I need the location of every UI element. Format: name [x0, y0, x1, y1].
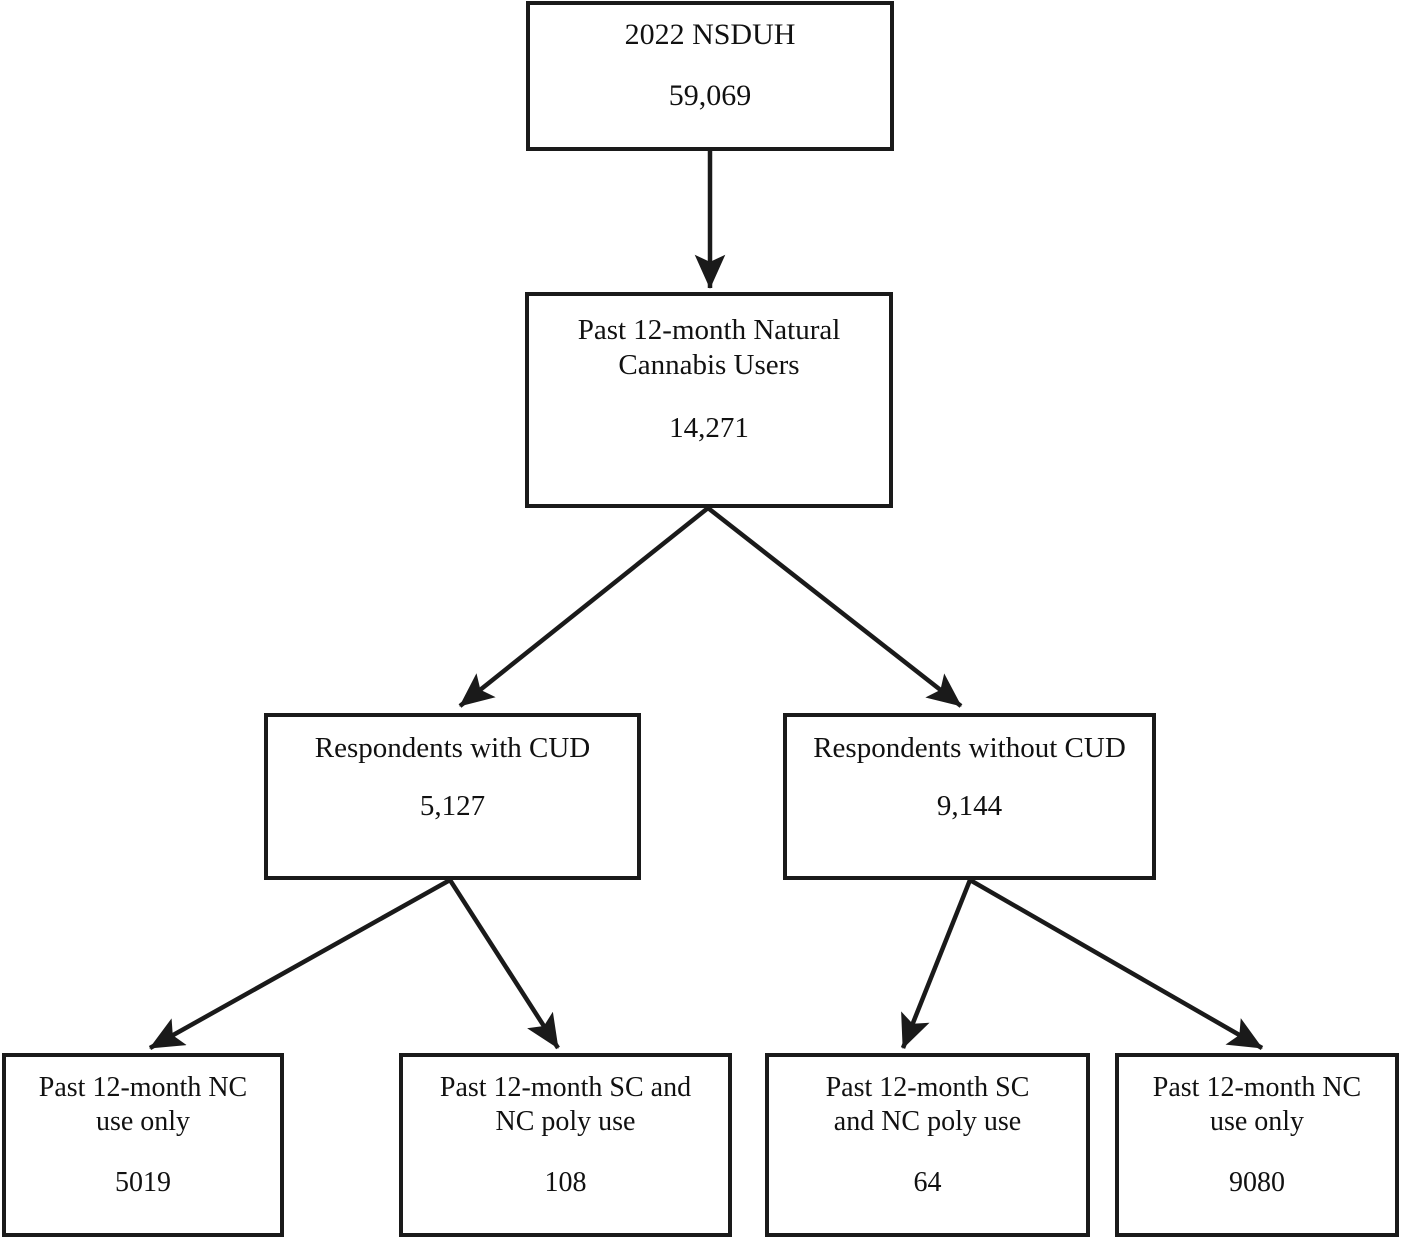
node-nocud-sc-nc-poly-use-count: 64 [913, 1167, 942, 1199]
node-cud-nc-use-only-title: Past 12-month NC use only [38, 1072, 248, 1138]
node-nocud-nc-use-only-count: 9080 [1229, 1167, 1285, 1199]
node-respondents-with-cud-count: 5,127 [419, 790, 486, 823]
node-2022-nsduh: 2022 NSDUH 59,069 [526, 1, 894, 151]
edge-nc-users-to-cud-yes [458, 506, 710, 708]
node-cud-sc-nc-poly-use-count: 108 [544, 1167, 587, 1199]
node-respondents-without-cud: Respondents without CUD 9,144 [783, 713, 1156, 880]
node-nocud-sc-nc-poly-use-title: Past 12-month SC and NC poly use [825, 1072, 1030, 1138]
node-respondents-with-cud-title: Respondents with CUD [314, 732, 591, 764]
edge-cud-yes-to-nc-only [148, 878, 452, 1050]
node-natural-cannabis-users: Past 12-month Natural Cannabis Users 14,… [525, 292, 893, 508]
node-respondents-with-cud: Respondents with CUD 5,127 [264, 713, 641, 880]
node-cud-nc-use-only: Past 12-month NC use only 5019 [2, 1053, 284, 1237]
node-respondents-without-cud-title: Respondents without CUD [813, 732, 1126, 764]
node-cud-nc-use-only-count: 5019 [115, 1167, 171, 1199]
node-2022-nsduh-count: 59,069 [668, 78, 752, 112]
edge-cud-no-to-poly [900, 879, 973, 1049]
node-nocud-nc-use-only-title: Past 12-month NC use only [1152, 1072, 1362, 1138]
edge-cud-yes-to-poly [448, 878, 560, 1050]
node-2022-nsduh-title: 2022 NSDUH [624, 18, 796, 51]
node-cud-sc-nc-poly-use-title: Past 12-month SC and NC poly use [439, 1072, 692, 1138]
edge-cud-no-to-nc-only [968, 878, 1264, 1050]
node-cud-sc-nc-poly-use: Past 12-month SC and NC poly use 108 [399, 1053, 732, 1237]
node-nocud-nc-use-only: Past 12-month NC use only 9080 [1115, 1053, 1399, 1237]
node-nocud-sc-nc-poly-use: Past 12-month SC and NC poly use 64 [765, 1053, 1090, 1237]
node-natural-cannabis-users-title: Past 12-month Natural Cannabis Users [577, 314, 841, 382]
edge-nc-users-to-cud-no [706, 506, 963, 708]
node-respondents-without-cud-count: 9,144 [936, 790, 1003, 823]
node-natural-cannabis-users-count: 14,271 [669, 411, 749, 444]
